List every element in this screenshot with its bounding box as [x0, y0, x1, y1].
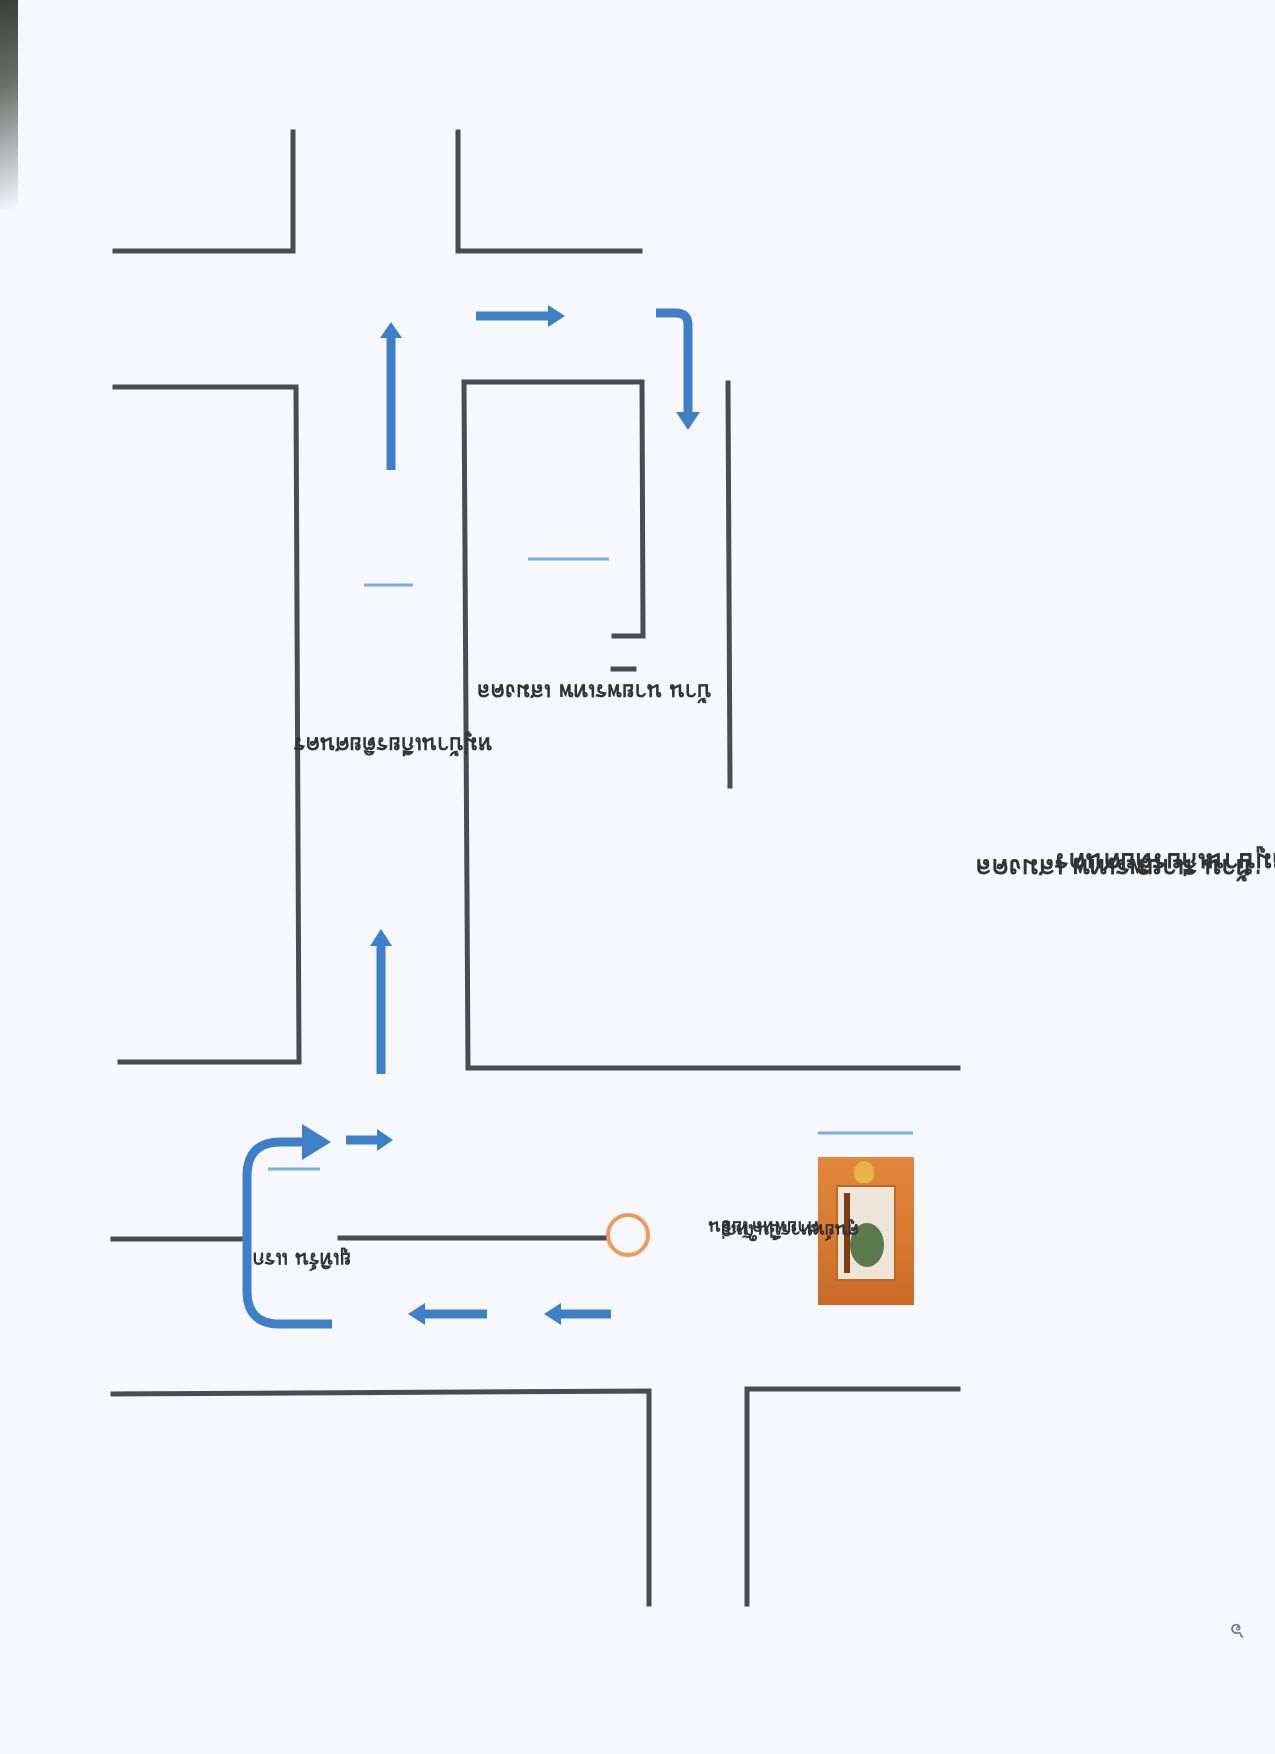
arrow-right-uturn-exit [346, 1129, 393, 1151]
road-network [110, 129, 961, 1607]
label-underlines [268, 557, 913, 1171]
map-title-line2: บ้าน นายพรเทพ เสมงคล [975, 852, 1253, 883]
sign-board [836, 1185, 896, 1281]
road-bottom-right-corner [744, 1386, 961, 1607]
road-top-left-corner [112, 129, 296, 254]
arrow-left-lower [408, 1303, 487, 1325]
arrow-left-start [544, 1303, 611, 1325]
road-inner-right [725, 380, 733, 789]
scan-edge-shadow [0, 0, 18, 210]
uturn-label: ยูเทิร์น แรก [252, 1248, 352, 1272]
landmark-label-line2: ค่ายพหลโยธิน [708, 1216, 820, 1238]
arrow-up-middle [370, 929, 392, 1074]
sign-title-bar [844, 1193, 850, 1273]
road-main-left-edge [112, 384, 302, 1065]
road-top-right-corner [455, 129, 643, 254]
road-main-right-edge [461, 379, 961, 1071]
landmark-photo [818, 1157, 914, 1305]
arrow-uturn [242, 1124, 332, 1329]
house-label: บ้าน นายพรเทพ เสมงคล [476, 678, 712, 704]
start-marker-circle [606, 1213, 650, 1257]
road-bottom-left-corner [110, 1388, 652, 1607]
arrow-right-top [476, 305, 565, 327]
route-arrows [242, 305, 700, 1329]
village-road-label: หมู่บ้านเกียรติยศนคร [293, 731, 493, 757]
emblem-icon [854, 1161, 874, 1183]
arrow-up-top [380, 322, 402, 470]
tree-icon [850, 1223, 884, 1267]
arrow-turn-down [656, 308, 700, 430]
page-number: ๖ [1230, 1618, 1244, 1643]
